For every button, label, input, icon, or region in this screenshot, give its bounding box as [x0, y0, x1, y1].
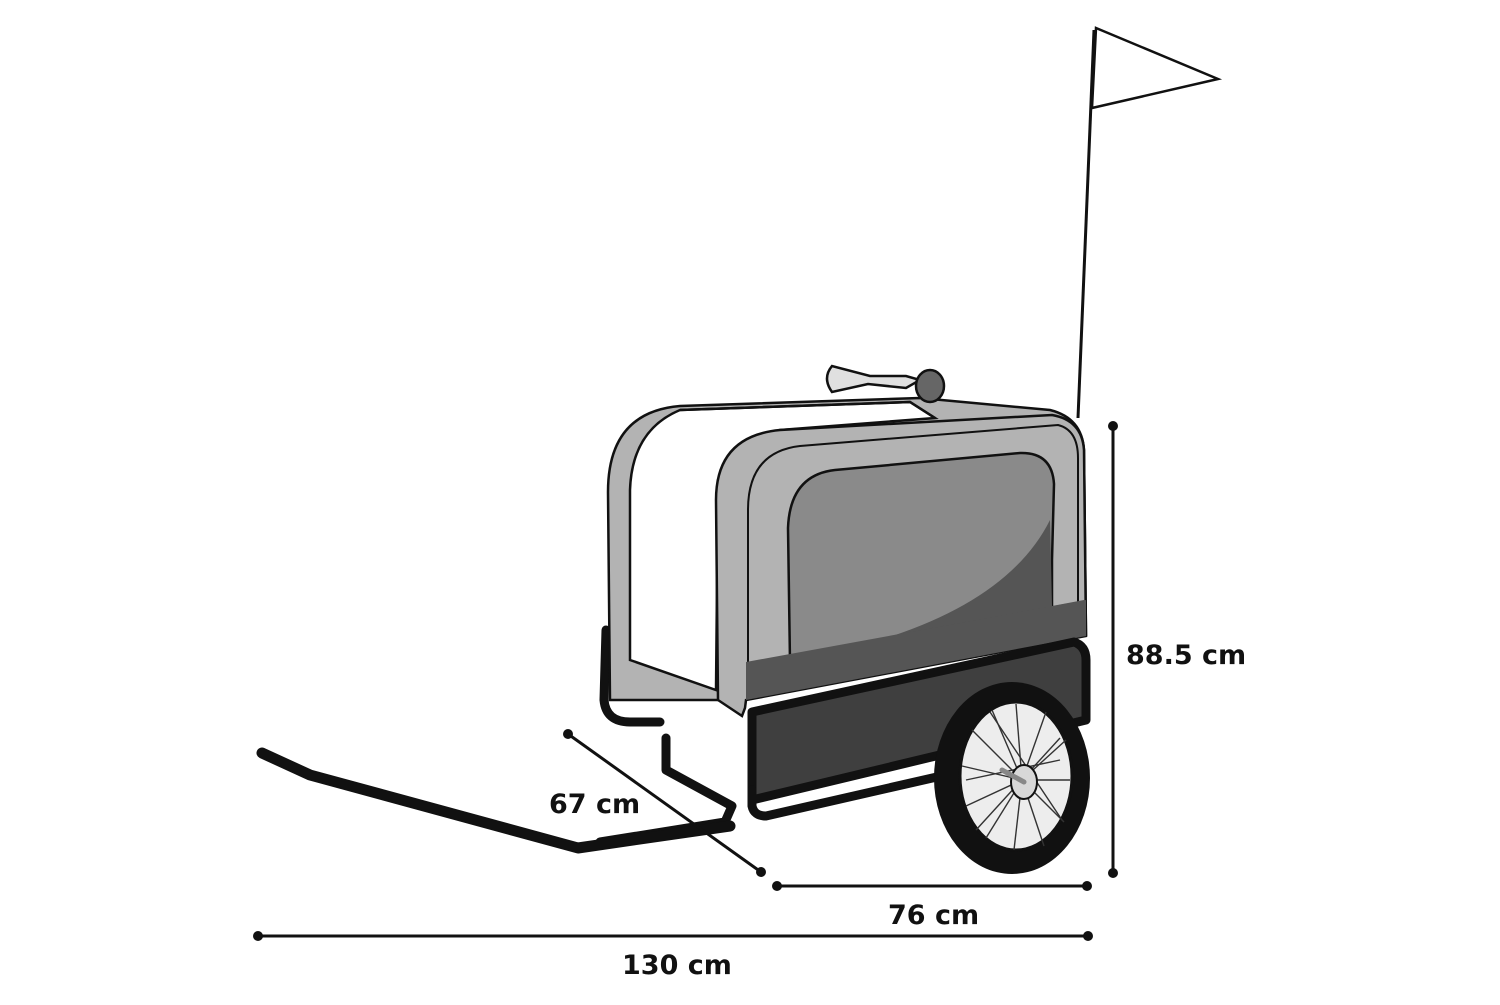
height-endpoint-bottom [1108, 868, 1118, 878]
depth-endpoint-end [756, 867, 766, 877]
height-endpoint-top [1108, 421, 1118, 431]
length-endpoint-left [253, 931, 263, 941]
dimension-height: 88.5 cm [1108, 421, 1246, 878]
tow-bar [256, 747, 736, 854]
flag-pole [1076, 29, 1096, 419]
depth-endpoint-start [563, 729, 573, 739]
base-frame [747, 637, 1091, 821]
width-label: 76 cm [888, 900, 979, 931]
width-endpoint-right [1082, 881, 1092, 891]
safety-flag [1076, 26, 1223, 419]
canopy [606, 396, 1088, 718]
dimension-depth: 67 cm [549, 729, 766, 877]
dimension-total-length: 130 cm [253, 931, 1093, 981]
length-endpoint-right [1083, 931, 1093, 941]
depth-line [567, 732, 762, 874]
flag-pennant [1090, 26, 1223, 110]
length-label: 130 cm [622, 950, 732, 981]
roof-handle [825, 364, 946, 404]
wheel [934, 682, 1090, 874]
height-label: 88.5 cm [1126, 640, 1246, 671]
dimension-width: 76 cm [772, 881, 1092, 931]
depth-label: 67 cm [549, 789, 640, 820]
width-endpoint-left [772, 881, 782, 891]
